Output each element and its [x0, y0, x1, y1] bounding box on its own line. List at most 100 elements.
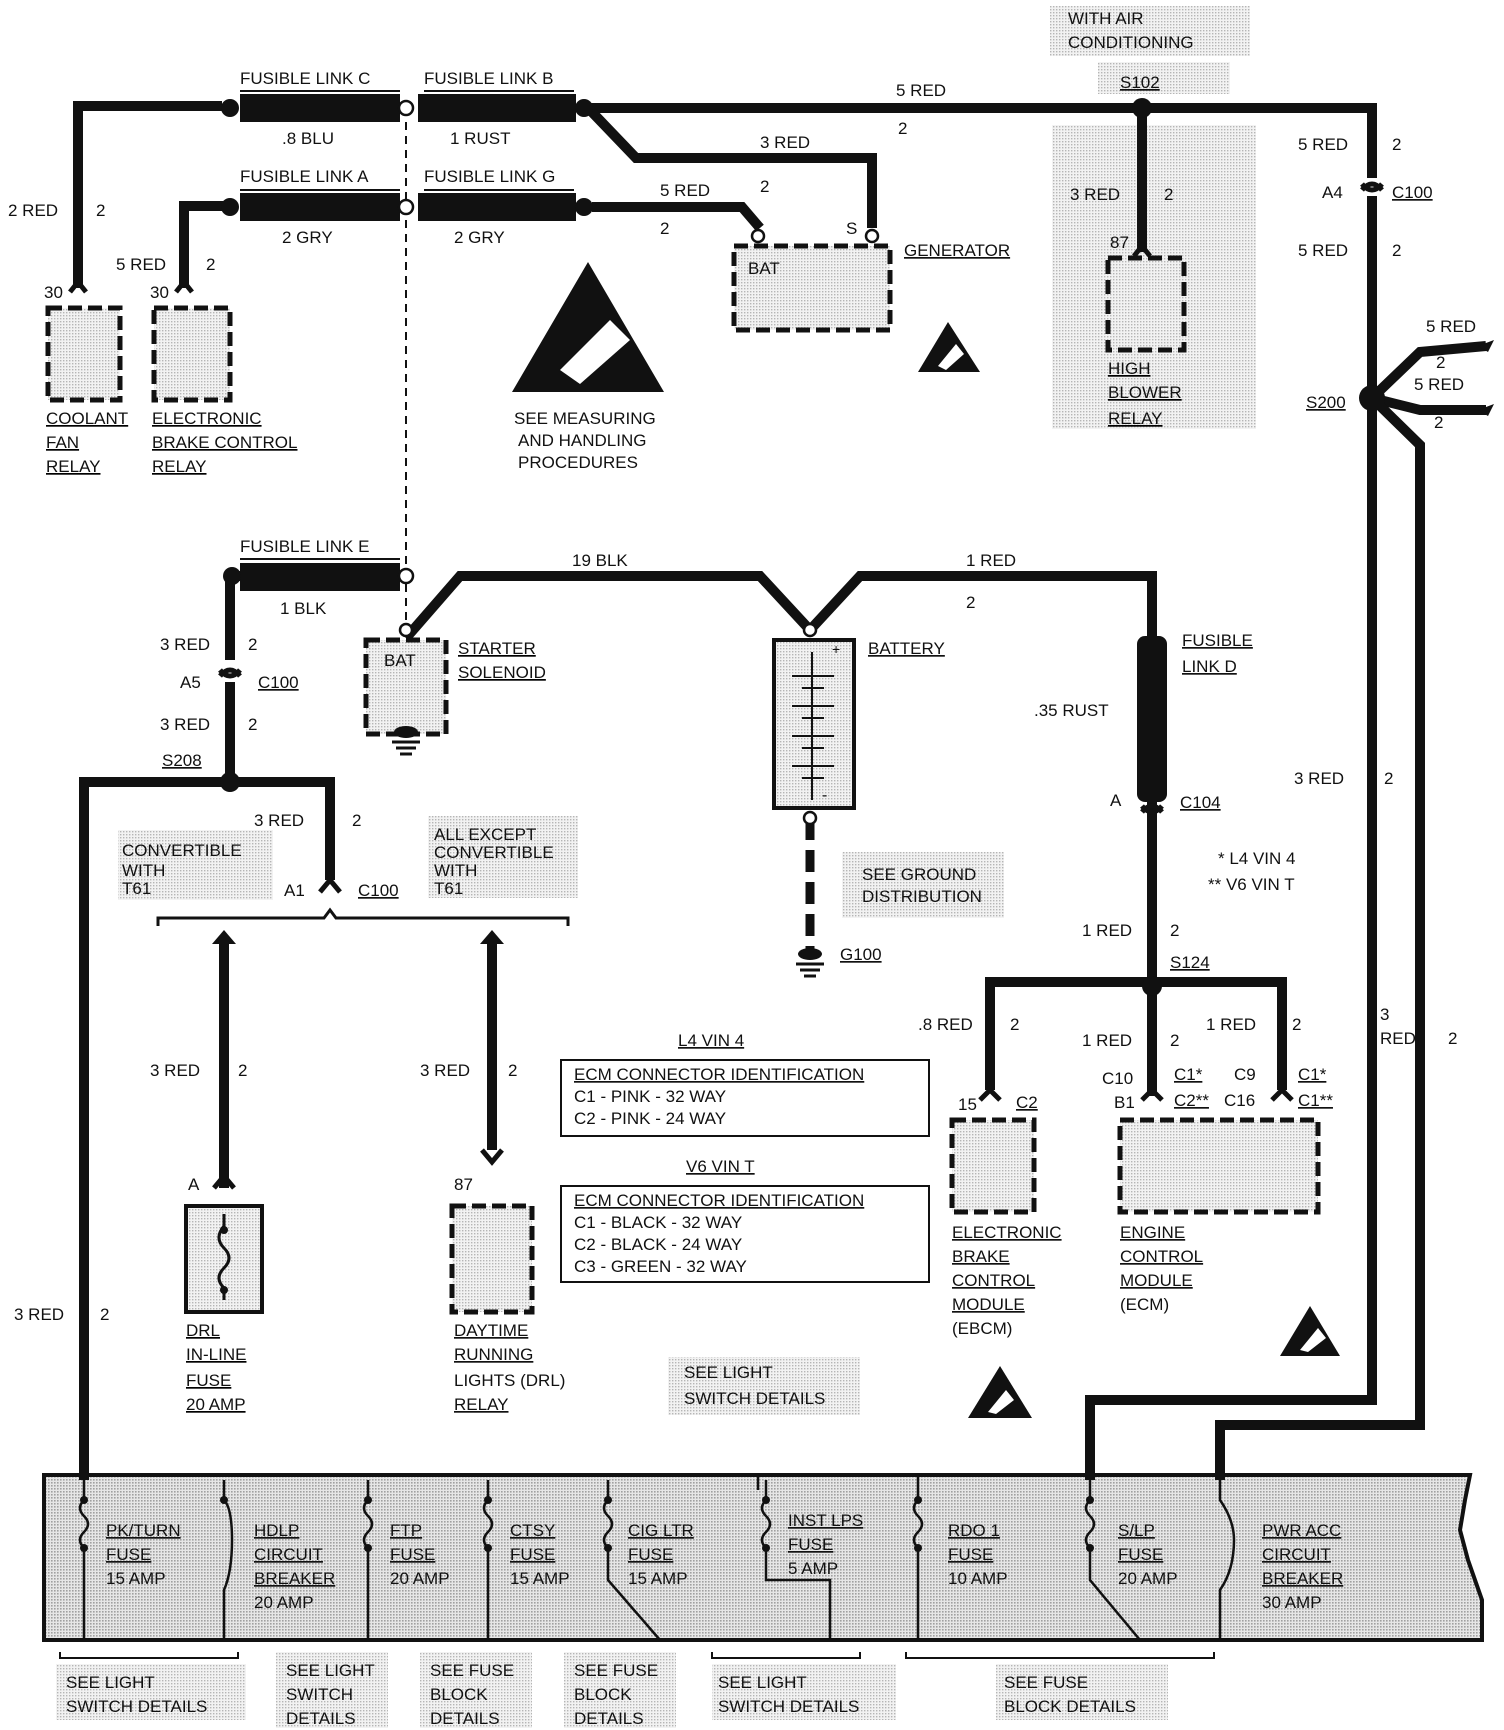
svg-text:HIGH: HIGH	[1108, 359, 1151, 378]
svg-text:DETAILS: DETAILS	[430, 1709, 500, 1728]
fuse-block-dots	[80, 1496, 1094, 1552]
connector-label: C1**	[1298, 1091, 1333, 1110]
wire-gauge: 2	[248, 635, 257, 654]
wire-gauge: 2	[898, 119, 907, 138]
connector-label: C1*	[1174, 1065, 1203, 1084]
connector-pin: A	[1110, 791, 1122, 810]
svg-text:SEE FUSE: SEE FUSE	[1004, 1673, 1088, 1692]
wire-label: .8 RED	[918, 1015, 973, 1034]
fusible-link-bodies	[240, 94, 1167, 802]
light-switch-note: SEE LIGHT SWITCH DETAILS	[684, 1363, 825, 1408]
svg-text:SEE MEASURING: SEE MEASURING	[514, 409, 656, 428]
svg-text:FUSE: FUSE	[1118, 1545, 1163, 1564]
fusible-link-a-wire: 2 GRY	[282, 228, 333, 247]
svg-text:T61: T61	[122, 879, 151, 898]
high-blower-relay-label: HIGH BLOWER RELAY	[1108, 359, 1182, 428]
svg-text:BREAKER: BREAKER	[1262, 1569, 1343, 1588]
wire-gauge: 2	[1436, 353, 1445, 372]
svg-text:RDO 1: RDO 1	[948, 1521, 1000, 1540]
ebcm-label: ELECTRONIC BRAKE CONTROL MODULE (EBCM)	[952, 1223, 1062, 1338]
connector-pin: A5	[180, 673, 201, 692]
connector-pin: A1	[284, 881, 305, 900]
svg-text:COOLANT: COOLANT	[46, 409, 128, 428]
ecm-v6-row: C3 - GREEN - 32 WAY	[574, 1257, 747, 1276]
wire-gauge: 2	[238, 1061, 247, 1080]
svg-text:SWITCH DETAILS: SWITCH DETAILS	[66, 1697, 207, 1716]
svg-text:5 AMP: 5 AMP	[788, 1559, 838, 1578]
svg-text:SEE GROUND: SEE GROUND	[862, 865, 976, 884]
drl-relay-box	[449, 1203, 535, 1315]
svg-text:SWITCH DETAILS: SWITCH DETAILS	[718, 1697, 859, 1716]
vin-note-2: ** V6 VIN T	[1208, 875, 1295, 894]
wire-label: RED	[1380, 1029, 1416, 1048]
all-except-shade	[428, 816, 578, 898]
ecm-l4-title: ECM CONNECTOR IDENTIFICATION	[574, 1065, 864, 1084]
svg-text:CONVERTIBLE: CONVERTIBLE	[122, 841, 242, 860]
svg-text:AND HANDLING: AND HANDLING	[518, 431, 646, 450]
pin-label: B1	[1114, 1093, 1135, 1112]
fuse-block-internals	[78, 1475, 1236, 1641]
connector-symbols	[68, 181, 1384, 1190]
link-terminals	[397, 99, 880, 826]
connector-label: C9	[1234, 1065, 1256, 1084]
ebc-relay-label: ELECTRONIC BRAKE CONTROL RELAY	[152, 409, 297, 476]
fusible-link-c-label: FUSIBLE LINK C	[240, 69, 370, 88]
fuse-inst-lps: INST LPS FUSE 5 AMP	[788, 1511, 863, 1578]
svg-text:ELECTRONIC: ELECTRONIC	[952, 1223, 1062, 1242]
esd-small-icon-3	[1280, 1306, 1340, 1356]
connector-label: C1*	[1298, 1065, 1327, 1084]
svg-text:15 AMP: 15 AMP	[628, 1569, 688, 1588]
pin-label: 30	[150, 283, 169, 302]
svg-text:WITH: WITH	[122, 861, 165, 880]
svg-text:S/LP: S/LP	[1118, 1521, 1155, 1540]
wire-gauge: 2	[1164, 185, 1173, 204]
esd-note: SEE MEASURING AND HANDLING PROCEDURES	[514, 409, 656, 472]
svg-text:15 AMP: 15 AMP	[510, 1569, 570, 1588]
fusible-link-a-label: FUSIBLE LINK A	[240, 167, 369, 186]
with-ac-note: WITH AIR CONDITIONING	[1068, 9, 1194, 52]
svg-text:SEE LIGHT: SEE LIGHT	[684, 1363, 773, 1382]
fusible-link-g-wire: 2 GRY	[454, 228, 505, 247]
pin-label: 30	[44, 283, 63, 302]
svg-text:CONTROL: CONTROL	[952, 1271, 1035, 1290]
connector-label: C16	[1224, 1091, 1255, 1110]
wire-gauge: 2	[206, 255, 215, 274]
fuse-cig-ltr: CIG LTR FUSE 15 AMP	[628, 1521, 694, 1588]
wire-label: 5 RED	[1298, 241, 1348, 260]
wire-gauge: 2	[1434, 413, 1443, 432]
bottom-note-1: SEE LIGHT SWITCH DETAILS	[66, 1673, 207, 1716]
svg-text:CIG LTR: CIG LTR	[628, 1521, 694, 1540]
wire-label: 3 RED	[14, 1305, 64, 1324]
wire-gauge: 2	[1170, 1031, 1179, 1050]
svg-text:WITH AIR: WITH AIR	[1068, 9, 1144, 28]
wire-gauge: 2	[966, 593, 975, 612]
wire-gauge: 2	[1384, 769, 1393, 788]
svg-text:HDLP: HDLP	[254, 1521, 299, 1540]
wire-label: 3 RED	[420, 1061, 470, 1080]
drl-relay-label: DAYTIME RUNNING LIGHTS (DRL) RELAY	[454, 1321, 565, 1414]
svg-text:BREAKER: BREAKER	[254, 1569, 335, 1588]
label-underlines	[240, 90, 574, 560]
wire-gauge: 2	[1448, 1029, 1457, 1048]
ecm-v6-title: ECM CONNECTOR IDENTIFICATION	[574, 1191, 864, 1210]
fuse-pwr-acc: PWR ACC CIRCUIT BREAKER 30 AMP	[1262, 1521, 1343, 1612]
svg-text:CTSY: CTSY	[510, 1521, 555, 1540]
pin-label: 87	[454, 1175, 473, 1194]
svg-text:PK/TURN: PK/TURN	[106, 1521, 181, 1540]
svg-text:-: -	[822, 787, 827, 804]
svg-text:STARTER: STARTER	[458, 639, 536, 658]
svg-text:MODULE: MODULE	[1120, 1271, 1193, 1290]
bottom-brackets	[59, 1652, 1215, 1659]
esd-small-icon-1	[918, 322, 980, 372]
ecm-table-frames	[560, 1059, 930, 1283]
fusible-link-g-label: FUSIBLE LINK G	[424, 167, 555, 186]
ecm-l4-heading: L4 VIN 4	[678, 1031, 744, 1050]
svg-text:BLOCK DETAILS: BLOCK DETAILS	[1004, 1697, 1136, 1716]
vin-note-1: * L4 VIN 4	[1218, 849, 1296, 868]
svg-text:RELAY: RELAY	[152, 457, 207, 476]
svg-text:20 AMP: 20 AMP	[254, 1593, 314, 1612]
pin-label: 87	[1110, 233, 1129, 252]
link-dots	[221, 99, 593, 585]
ground-distribution-note: SEE GROUND DISTRIBUTION	[862, 865, 982, 906]
svg-text:SEE LIGHT: SEE LIGHT	[286, 1661, 375, 1680]
